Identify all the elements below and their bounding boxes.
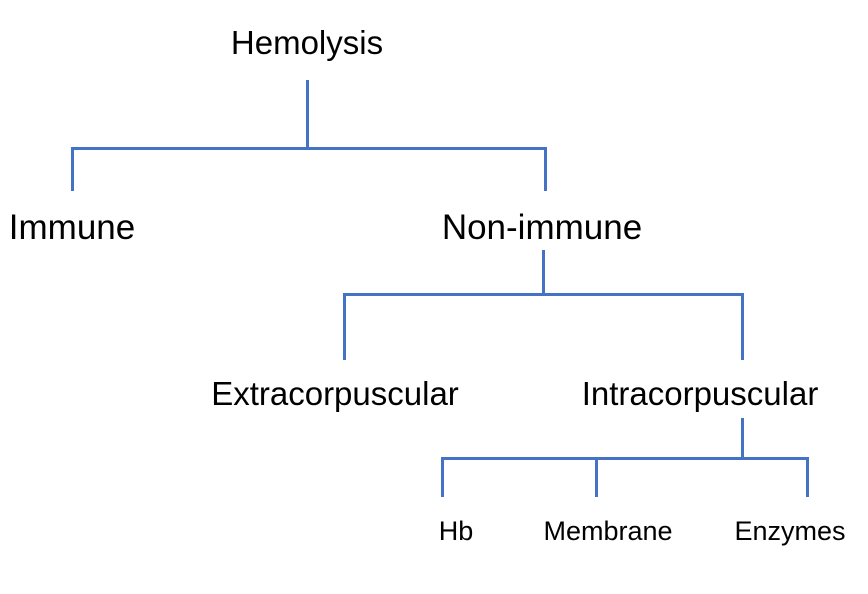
node-hemolysis: Hemolysis [230, 24, 384, 61]
edge-non-immune-stem [542, 250, 545, 295]
node-extracorpuscular: Extracorpuscular [211, 375, 459, 412]
node-non-immune: Non-immune [441, 208, 643, 247]
node-enzymes: Enzymes [734, 516, 846, 546]
edge-drop-intracorpuscular [741, 293, 744, 360]
edge-drop-extracorpuscular [343, 293, 346, 360]
edge-intracorpuscular-bar [441, 457, 809, 460]
edge-drop-membrane [595, 457, 598, 497]
edge-drop-enzymes [806, 457, 809, 497]
edge-drop-non-immune [544, 147, 547, 191]
edge-hemolysis-bar [71, 147, 547, 150]
edge-drop-immune [71, 147, 74, 191]
edge-hemolysis-stem [306, 80, 309, 149]
edge-non-immune-bar [343, 293, 744, 296]
node-hb: Hb [438, 516, 474, 546]
node-intracorpuscular: Intracorpuscular [581, 375, 819, 412]
edge-intracorpuscular-stem [741, 418, 744, 459]
edge-drop-hb [441, 457, 444, 497]
node-membrane: Membrane [543, 516, 673, 546]
node-immune: Immune [8, 208, 136, 247]
